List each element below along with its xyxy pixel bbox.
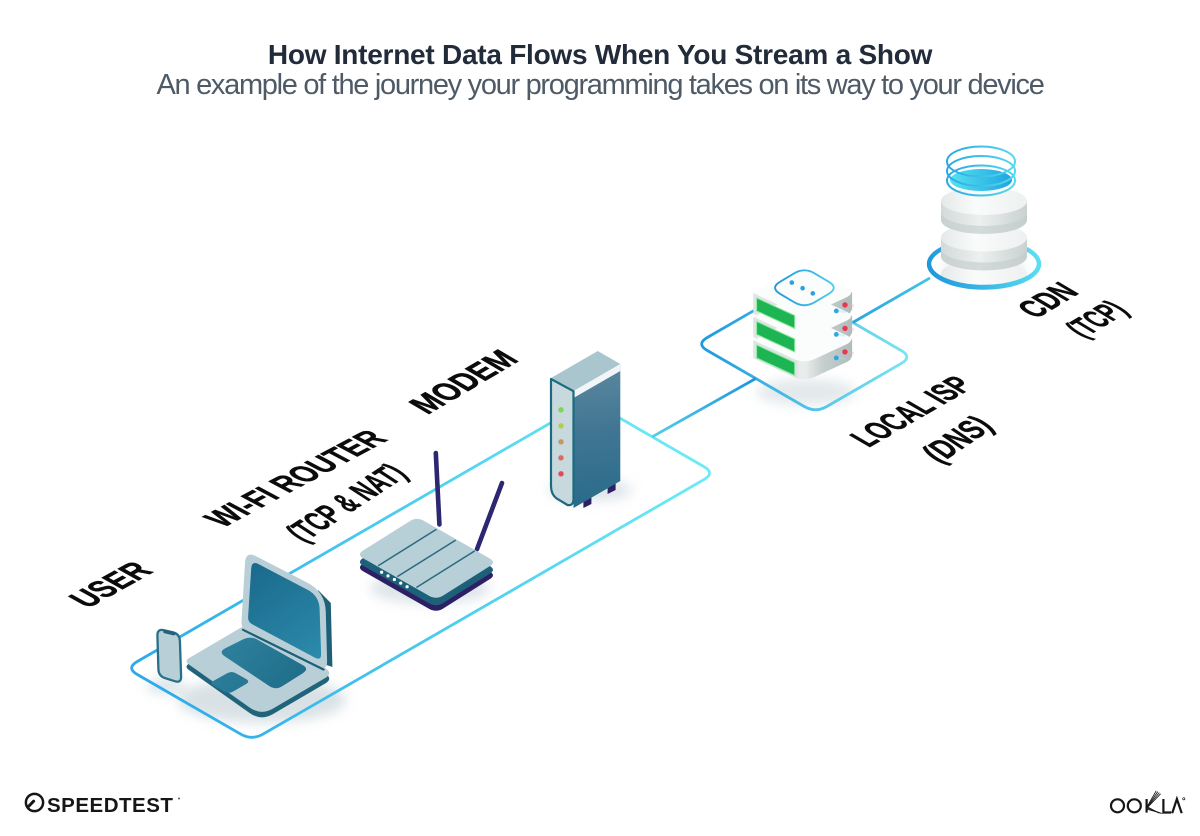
svg-text:USER: USER [60,557,160,613]
svg-text:SPEEDTEST: SPEEDTEST [47,794,173,817]
svg-text:MODEM: MODEM [400,344,527,419]
